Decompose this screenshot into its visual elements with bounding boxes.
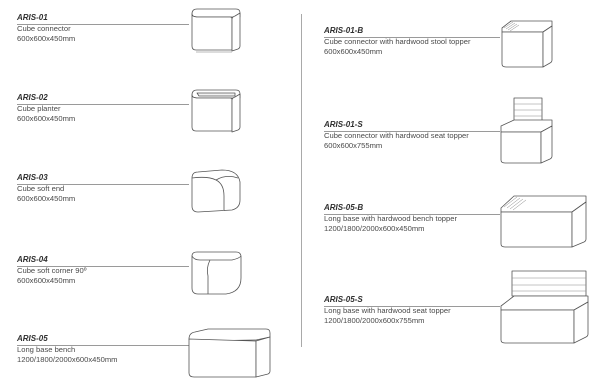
cube-seat-topper-icon xyxy=(500,97,553,164)
product-aris-05: ARIS-05 Long base bench 1200/1800/2000x6… xyxy=(17,334,189,364)
product-aris-01-b: ARIS-01-B Cube connector with hardwood s… xyxy=(324,26,500,56)
product-code: ARIS-01-S xyxy=(324,120,363,129)
product-aris-04: ARIS-04 Cube soft corner 90º 600x600x450… xyxy=(17,255,189,285)
product-rule xyxy=(17,24,189,25)
cube-planter-icon xyxy=(191,89,241,133)
product-aris-02: ARIS-02 Cube planter 600x600x450mm xyxy=(17,93,189,123)
product-dims: 600x600x450mm xyxy=(17,113,76,123)
product-dims: 600x600x450mm xyxy=(17,33,76,43)
product-code: ARIS-04 xyxy=(17,255,48,264)
product-code: ARIS-02 xyxy=(17,93,48,102)
product-name: Long base with hardwood seat topper xyxy=(324,306,451,315)
column-divider xyxy=(301,14,302,347)
product-code: ARIS-05-B xyxy=(324,203,364,212)
product-aris-01-s: ARIS-01-S Cube connector with hardwood s… xyxy=(324,120,500,150)
product-name: Cube soft corner 90º xyxy=(17,266,87,275)
product-dims: 600x600x450mm xyxy=(324,46,383,56)
long-base-bench-icon xyxy=(188,328,271,378)
cube-soft-end-icon xyxy=(191,169,241,213)
product-code: ARIS-01-B xyxy=(324,26,364,35)
product-rule xyxy=(324,306,500,307)
product-rule xyxy=(17,104,189,105)
product-name: Cube connector with hardwood seat topper xyxy=(324,131,469,140)
product-rule xyxy=(17,184,189,185)
product-rule xyxy=(17,266,189,267)
product-name: Long base bench xyxy=(17,345,76,354)
long-seat-topper-icon xyxy=(500,270,589,344)
cube-stool-topper-icon xyxy=(501,20,553,68)
product-aris-05-b: ARIS-05-B Long base with hardwood bench … xyxy=(324,203,500,233)
product-name: Cube connector with hardwood stool toppe… xyxy=(324,37,471,46)
product-dims: 1200/1800/2000x600x450mm xyxy=(17,354,118,364)
product-dims: 600x600x755mm xyxy=(324,140,383,150)
product-aris-01: ARIS-01 Cube connector 600x600x450mm xyxy=(17,13,189,43)
product-code: ARIS-03 xyxy=(17,173,48,182)
long-bench-topper-icon xyxy=(500,195,587,248)
product-dims: 600x600x450mm xyxy=(17,275,76,285)
product-rule xyxy=(324,37,500,38)
product-code: ARIS-05-S xyxy=(324,295,363,304)
product-aris-05-s: ARIS-05-S Long base with hardwood seat t… xyxy=(324,295,500,325)
cube-connector-icon xyxy=(191,8,241,53)
product-rule xyxy=(17,345,189,346)
product-name: Cube planter xyxy=(17,104,61,113)
product-dims: 600x600x450mm xyxy=(17,193,76,203)
product-name: Long base with hardwood bench topper xyxy=(324,214,457,223)
product-aris-03: ARIS-03 Cube soft end 600x600x450mm xyxy=(17,173,189,203)
product-name: Cube soft end xyxy=(17,184,65,193)
product-code: ARIS-01 xyxy=(17,13,48,22)
product-rule xyxy=(324,131,500,132)
product-name: Cube connector xyxy=(17,24,71,33)
product-code: ARIS-05 xyxy=(17,334,48,343)
cube-soft-corner-icon xyxy=(191,251,242,295)
product-rule xyxy=(324,214,500,215)
product-dims: 1200/1800/2000x600x755mm xyxy=(324,315,425,325)
product-dims: 1200/1800/2000x600x450mm xyxy=(324,223,425,233)
